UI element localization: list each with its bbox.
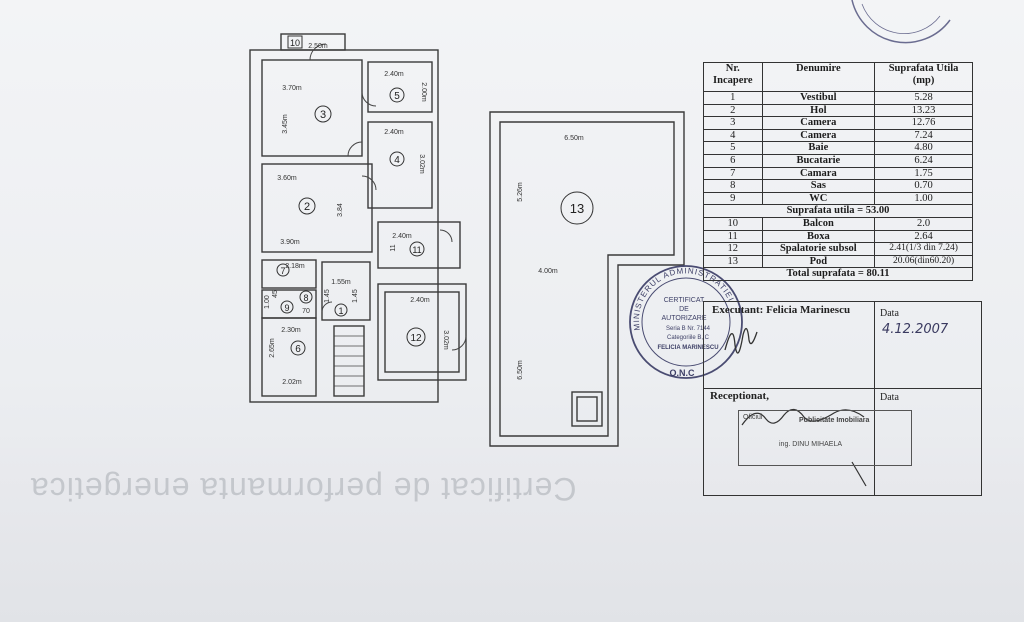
data-label: Data [880, 308, 899, 319]
total-row: Total suprafata = 80.11 [703, 267, 973, 281]
room-label-13: 13 [570, 201, 584, 216]
svg-text:2.65m: 2.65m [269, 338, 276, 358]
svg-text:2.40m: 2.40m [384, 71, 404, 78]
room-label-8: 8 [303, 293, 308, 303]
executant-label: Executant: Felicia Marinescu [712, 304, 851, 316]
registry-stamp: Oficiul Publicitate Imobiliara ing. DINU… [738, 410, 912, 466]
svg-text:2.40m: 2.40m [384, 129, 404, 136]
header-denumire: Denumire [761, 62, 876, 92]
stairs [333, 325, 365, 397]
header-suprafata: Suprafata Utila (mp) [874, 62, 973, 92]
date-handwritten: 4.12.2007 [882, 322, 949, 337]
svg-text:3.02m: 3.02m [418, 154, 425, 174]
svg-text:1.45: 1.45 [324, 289, 331, 303]
signature-executant [724, 328, 758, 354]
room-label-7: 7 [280, 266, 285, 276]
svg-text:2.50m: 2.50m [308, 43, 328, 50]
svg-text:11: 11 [390, 244, 397, 251]
room-label-3: 3 [320, 109, 326, 121]
apartment-outline [249, 49, 439, 403]
room-6-outline [261, 317, 317, 397]
svg-text:CERTIFICAT: CERTIFICAT [664, 297, 705, 304]
svg-text:3.45m: 3.45m [282, 114, 289, 134]
svg-text:Seria B Nr. 7144: Seria B Nr. 7144 [666, 326, 711, 332]
svg-text:1.00: 1.00 [264, 295, 271, 309]
svg-text:2.00m: 2.00m [420, 82, 427, 102]
svg-text:DE: DE [679, 306, 689, 313]
subtotal-row: Suprafata utila = 53.00 [703, 204, 973, 218]
room-label-1: 1 [338, 306, 343, 316]
svg-text:Categoriile B, C: Categoriile B, C [667, 335, 710, 341]
room-1-outline [321, 261, 371, 321]
room-13-outline [489, 111, 685, 447]
svg-text:FELICIA MARINESCU: FELICIA MARINESCU [657, 345, 718, 351]
seal-fragment [851, 0, 951, 44]
svg-text:2.30m: 2.30m [281, 327, 301, 334]
room-12-outline [377, 283, 467, 381]
room-4-outline [367, 121, 433, 209]
svg-text:2.40m: 2.40m [392, 233, 412, 240]
room-11-outline [377, 221, 461, 269]
svg-text:70: 70 [302, 308, 310, 315]
svg-text:45: 45 [272, 290, 279, 298]
room-2-outline [261, 163, 373, 253]
room-label-2: 2 [304, 201, 310, 213]
label-box-10 [287, 35, 303, 49]
room-label-5: 5 [394, 91, 400, 102]
surface-table: Nr. Incapere Denumire Suprafata Utila (m… [703, 62, 973, 281]
room-3-outline [261, 59, 363, 157]
svg-text:4.00m: 4.00m [538, 268, 558, 275]
room-label-12: 12 [410, 333, 422, 344]
svg-text:1.55m: 1.55m [331, 279, 351, 286]
svg-text:O.N.C: O.N.C [669, 368, 695, 378]
paper-fold [0, 448, 1024, 622]
svg-text:6.50m: 6.50m [517, 360, 524, 380]
room-5-outline [367, 61, 433, 113]
svg-text:AUTORIZARE: AUTORIZARE [662, 315, 707, 322]
svg-text:1.45: 1.45 [352, 289, 359, 303]
svg-text:2.40m: 2.40m [410, 297, 430, 304]
room-label-9: 9 [284, 303, 289, 313]
room-label-6: 6 [295, 344, 301, 355]
data-label-2: Data [880, 392, 899, 403]
svg-text:2.18m: 2.18m [285, 263, 305, 270]
room-label-4: 4 [394, 155, 400, 166]
receptionat-label: Receptionat, [710, 390, 769, 402]
room-label-10: 10 [290, 38, 300, 48]
svg-text:3.70m: 3.70m [282, 85, 302, 92]
svg-text:2.02m: 2.02m [282, 379, 302, 386]
room-label-11: 11 [412, 245, 421, 255]
signature-receptionat [741, 408, 865, 426]
signature-block: Executant: Felicia Marinescu Data 4.12.2… [703, 301, 982, 496]
header-nr: Nr. Incapere [703, 62, 763, 92]
room-7-outline [261, 259, 317, 289]
svg-text:3.90m: 3.90m [280, 239, 300, 246]
svg-text:5.26m: 5.26m [517, 182, 524, 202]
svg-text:6.50m: 6.50m [564, 135, 584, 142]
svg-text:3.02m: 3.02m [442, 330, 449, 350]
svg-text:3.84: 3.84 [337, 203, 344, 217]
svg-text:3.60m: 3.60m [277, 175, 297, 182]
